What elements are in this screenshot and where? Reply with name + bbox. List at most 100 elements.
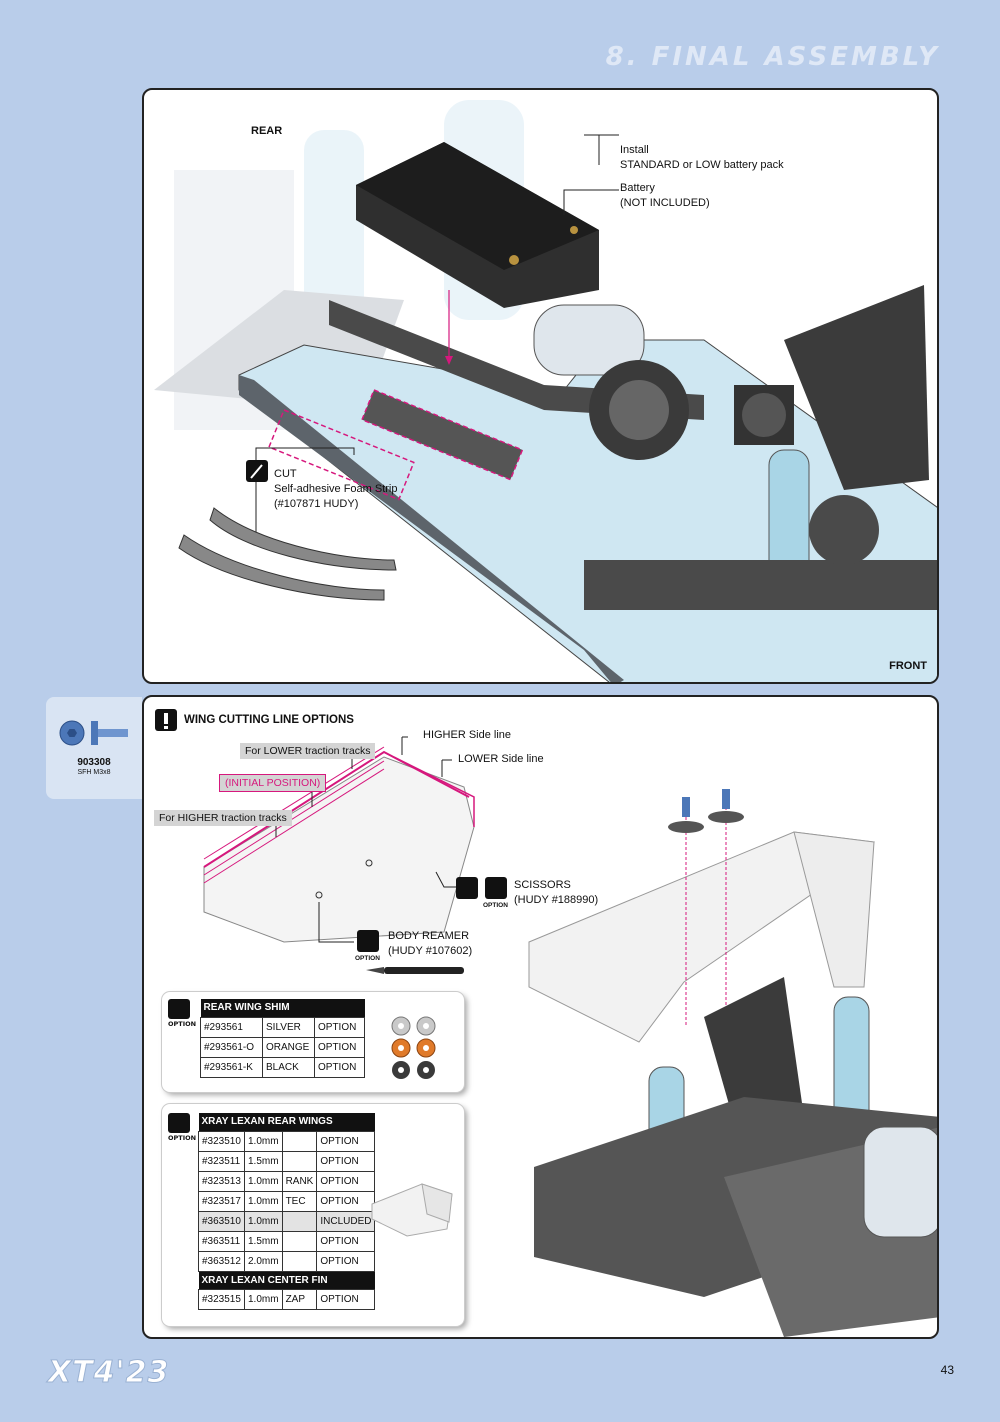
cell: 1.0mm [244,1130,283,1152]
cell: 1.0mm [244,1190,283,1212]
scissors-line-1: SCISSORS [514,879,571,891]
cell: OPTION [316,1130,376,1152]
reamer-option-label: OPTION [355,955,380,962]
assembly-panel-wing: WING CUTTING LINE OPTIONS HIGHER Side li… [142,695,939,1339]
cell: 2.0mm [244,1250,283,1272]
rear-wing-shim-card: OPTION REAR WING SHIM #293561 SILVER OPT… [162,992,464,1092]
install-line-2: STANDARD or LOW battery pack [620,158,784,171]
cell: INCLUDED [316,1210,376,1232]
cut-note: CUT Self-adhesive Foam Strip (#107871 HU… [274,467,398,512]
install-note: Install STANDARD or LOW battery pack [620,143,784,173]
center-fin-title: XRAY LEXAN CENTER FIN [198,1271,375,1289]
shim-orange-icon [391,1038,436,1058]
lower-side-line-label: LOWER Side line [458,753,544,765]
reamer-line-2: (HUDY #107602) [388,944,473,957]
wing-illustration [155,709,937,1337]
cell [281,1150,318,1172]
chassis-illustration [154,100,937,682]
cell: RANK [281,1170,318,1192]
cell: #323513 [198,1170,245,1192]
higher-side-line-label: HIGHER Side line [423,729,512,741]
product-logo: XT4'23 [47,1355,170,1391]
cell: ZAP [281,1288,318,1310]
scissors-option-label: OPTION [483,902,508,909]
cell: #293561-O [200,1036,263,1058]
cell: #363511 [198,1230,245,1252]
cell [281,1230,318,1252]
cut-line-2: Self-adhesive Foam Strip [274,482,398,495]
cell: ORANGE [262,1036,315,1058]
reamer-line-1: BODY REAMER [388,930,470,942]
thumbs-up-icon [168,1113,190,1133]
cell: #363512 [198,1250,245,1272]
cell: SILVER [262,1016,315,1038]
part-number: 903308 [77,757,111,768]
cell: #323510 [198,1130,245,1152]
cell: #363510 [198,1210,245,1232]
cell: OPTION [314,1036,365,1058]
part-tab: 903308 SFH M3x8 [46,697,142,799]
cell: #323515 [198,1288,245,1310]
install-line-1: Install [620,144,649,156]
cell: #323517 [198,1190,245,1212]
option-badge: OPTION [168,999,197,1028]
cut-line-3: (#107871 HUDY) [274,497,359,510]
cell: #293561-K [200,1056,263,1078]
cell: 1.5mm [244,1230,283,1252]
reamer-note: BODY REAMER (HUDY #107602) [388,929,472,959]
cell: #323511 [198,1150,245,1172]
cut-line-1: CUT [274,468,297,480]
part-description: SFH M3x8 [77,769,111,776]
cell: OPTION [314,1016,365,1038]
front-label: FRONT [889,660,927,672]
table-row: #293561-K BLACK OPTION [200,1056,365,1078]
shim-table-title: REAR WING SHIM [200,999,365,1017]
cell: OPTION [316,1250,376,1272]
part-number-block: 903308 SFH M3x8 [46,757,142,776]
cell [281,1130,318,1152]
screw-icon [59,720,128,746]
section-title: 8. FINAL ASSEMBLY [605,42,940,72]
battery-note: Battery (NOT INCLUDED) [620,181,710,211]
cell: TEC [281,1190,318,1212]
option-badge: OPTION [168,1113,197,1142]
rear-label: REAR [251,125,283,137]
cell: BLACK [262,1056,315,1078]
option-badge-label: OPTION [168,1134,197,1142]
table-row: #293561-O ORANGE OPTION [200,1036,365,1058]
battery-line-1: Battery [620,182,655,194]
shim-table: REAR WING SHIM #293561 SILVER OPTION #29… [200,999,365,1078]
cell: 1.0mm [244,1210,283,1232]
shim-swatches [391,1016,436,1079]
assembly-panel-battery: REAR FRONT Install STANDARD or LOW batte… [142,88,939,684]
cell [281,1250,318,1272]
for-lower-tag: For LOWER traction tracks [240,743,376,759]
shim-black-icon [392,1061,435,1079]
cell: 1.0mm [244,1170,283,1192]
for-higher-tag: For HIGHER traction tracks [154,810,292,826]
page-number: 43 [940,1363,954,1377]
option-badge-label: OPTION [168,1020,197,1028]
cell: 1.5mm [244,1150,283,1172]
wings-table-title: XRAY LEXAN REAR WINGS [198,1113,375,1131]
shim-silver-icon [391,1016,436,1036]
cell: OPTION [314,1056,365,1078]
lexan-wing-thumbnail [371,1183,453,1237]
wing-options-heading: WING CUTTING LINE OPTIONS [184,714,354,726]
cell: OPTION [316,1150,376,1172]
scissors-line-2: (HUDY #188990) [514,893,599,906]
cell: 1.0mm [244,1288,283,1310]
scissors-note: SCISSORS (HUDY #188990) [514,878,598,908]
thumbs-up-icon [168,999,190,1019]
cell [281,1210,318,1232]
